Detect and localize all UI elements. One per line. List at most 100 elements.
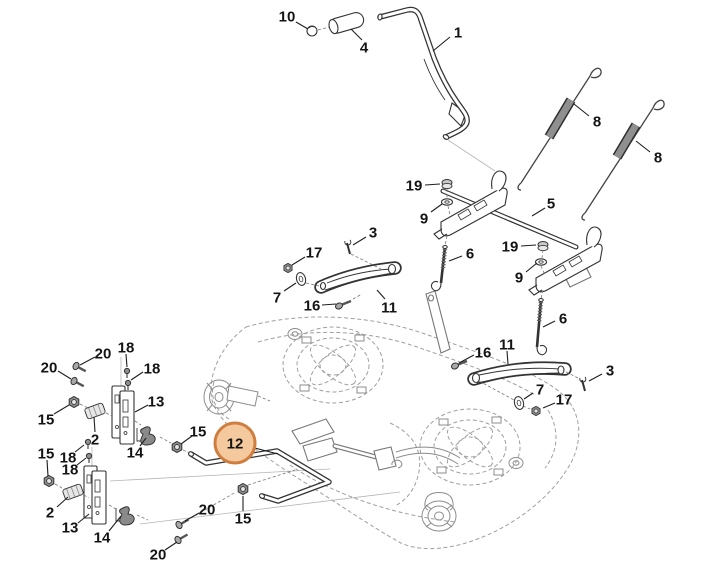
callout-leader-17	[542, 402, 556, 409]
callout-leader-20	[184, 512, 200, 522]
callout-leader-5	[531, 207, 546, 217]
callout-2[interactable]: 2	[91, 431, 99, 448]
callout-20[interactable]: 20	[150, 546, 167, 563]
lever-drawing	[377, 6, 470, 140]
highlight-circle	[213, 421, 257, 465]
callout-leader-14	[108, 515, 122, 532]
callout-13[interactable]: 13	[62, 519, 79, 536]
callout-leader-20	[164, 541, 178, 551]
callout-leader-15	[53, 404, 70, 415]
callout-leader-18	[130, 371, 144, 381]
jbolt-right-drawing	[535, 289, 548, 356]
callout-leader-10	[295, 21, 309, 30]
callout-7[interactable]: 7	[536, 381, 544, 398]
deck-outline-drawing	[210, 316, 580, 550]
callout-10[interactable]: 10	[279, 8, 296, 25]
callout-14[interactable]: 14	[127, 444, 144, 461]
callout-leader-2	[93, 416, 96, 433]
callout-8[interactable]: 8	[593, 113, 601, 130]
callout-15[interactable]: 15	[235, 510, 252, 527]
callout-17[interactable]: 17	[306, 244, 323, 261]
callout-14[interactable]: 14	[94, 529, 111, 546]
callout-1[interactable]: 1	[454, 24, 462, 41]
callout-15[interactable]: 15	[38, 411, 55, 428]
callout-19[interactable]: 19	[406, 177, 423, 194]
callout-7[interactable]: 7	[273, 289, 281, 306]
arm-right-drawing	[467, 361, 581, 410]
callout-leader-11	[376, 289, 386, 300]
callout-8[interactable]: 8	[654, 149, 662, 166]
callout-11[interactable]: 11	[499, 336, 515, 353]
callout-leader-13	[77, 513, 90, 524]
callout-leader-7	[523, 392, 534, 400]
callout-leader-6	[448, 255, 463, 262]
callout-leader-4	[350, 28, 363, 41]
callout-20[interactable]: 20	[199, 501, 216, 518]
callout-11[interactable]: 11	[381, 299, 397, 316]
callout-leader-16	[321, 303, 337, 306]
callout-4[interactable]: 4	[360, 39, 369, 56]
hardware-left-lower-drawing	[43, 438, 296, 546]
wheel-left-drawing	[203, 379, 271, 415]
callout-15[interactable]: 15	[190, 423, 207, 440]
callout-leader-6	[542, 320, 556, 328]
callout-leader-3	[352, 236, 367, 246]
callout-leader-8	[573, 103, 590, 117]
deck-bracket-drawing	[291, 266, 592, 471]
callout-leader-7	[283, 282, 297, 292]
callout-5[interactable]: 5	[547, 195, 555, 212]
callout-leader-20	[79, 356, 96, 366]
callout-leader-3	[588, 373, 603, 382]
callout-16[interactable]: 16	[304, 297, 321, 314]
callout-9[interactable]: 9	[420, 210, 428, 227]
callout-13[interactable]: 13	[148, 393, 165, 410]
callout-leader-18	[74, 444, 85, 453]
callout-leader-16	[458, 354, 475, 364]
grip-drawing	[317, 12, 365, 35]
callout-leader-15	[180, 435, 193, 445]
callout-2[interactable]: 2	[46, 504, 54, 521]
callout-leader-14	[139, 437, 147, 447]
stabilizer-bar-drawing	[187, 448, 332, 504]
callout-18[interactable]: 18	[144, 360, 161, 377]
callout-leader-18	[125, 353, 128, 368]
callout-18[interactable]: 18	[60, 449, 77, 466]
callout-leader-8	[635, 140, 651, 153]
callout-leader-15	[46, 459, 49, 477]
arm-left-drawing	[305, 253, 402, 300]
jbolt-left-drawing	[430, 235, 448, 292]
callout-18[interactable]: 18	[62, 461, 79, 478]
callout-6[interactable]: 6	[559, 310, 567, 327]
callout-leader-9	[430, 203, 443, 213]
callout-leader-2	[56, 496, 69, 508]
callout-9[interactable]: 9	[515, 269, 523, 286]
callout-3[interactable]: 3	[606, 362, 614, 379]
callout-18[interactable]: 18	[118, 339, 135, 356]
callout-12-highlighted[interactable]: 12	[227, 435, 244, 452]
callout-leader-18	[76, 457, 87, 466]
spindle-left-drawing	[282, 326, 384, 404]
callout-leader-11	[506, 350, 509, 365]
callout-3[interactable]: 3	[369, 224, 377, 241]
rod-fasteners-drawing	[440, 179, 549, 276]
callout-16[interactable]: 16	[475, 344, 492, 361]
assembly-lines	[109, 139, 496, 525]
callout-20[interactable]: 20	[95, 345, 112, 362]
spring-right-drawing	[581, 99, 665, 221]
callout-19[interactable]: 19	[502, 238, 519, 255]
callout-leader-9	[525, 262, 538, 273]
crossrod-drawing	[440, 188, 579, 250]
callout-leader-20	[57, 370, 72, 380]
callout-leader-17	[291, 256, 306, 266]
callout-leader-19	[424, 183, 441, 186]
cap-drawing	[306, 25, 318, 37]
callout-15[interactable]: 15	[38, 445, 55, 462]
callout-6[interactable]: 6	[466, 245, 474, 262]
callout-20[interactable]: 20	[41, 359, 58, 376]
wheel-front-drawing	[421, 492, 457, 532]
callout-leader-19	[520, 244, 537, 247]
callout-17[interactable]: 17	[556, 391, 573, 408]
spindle-right-drawing	[419, 408, 521, 486]
